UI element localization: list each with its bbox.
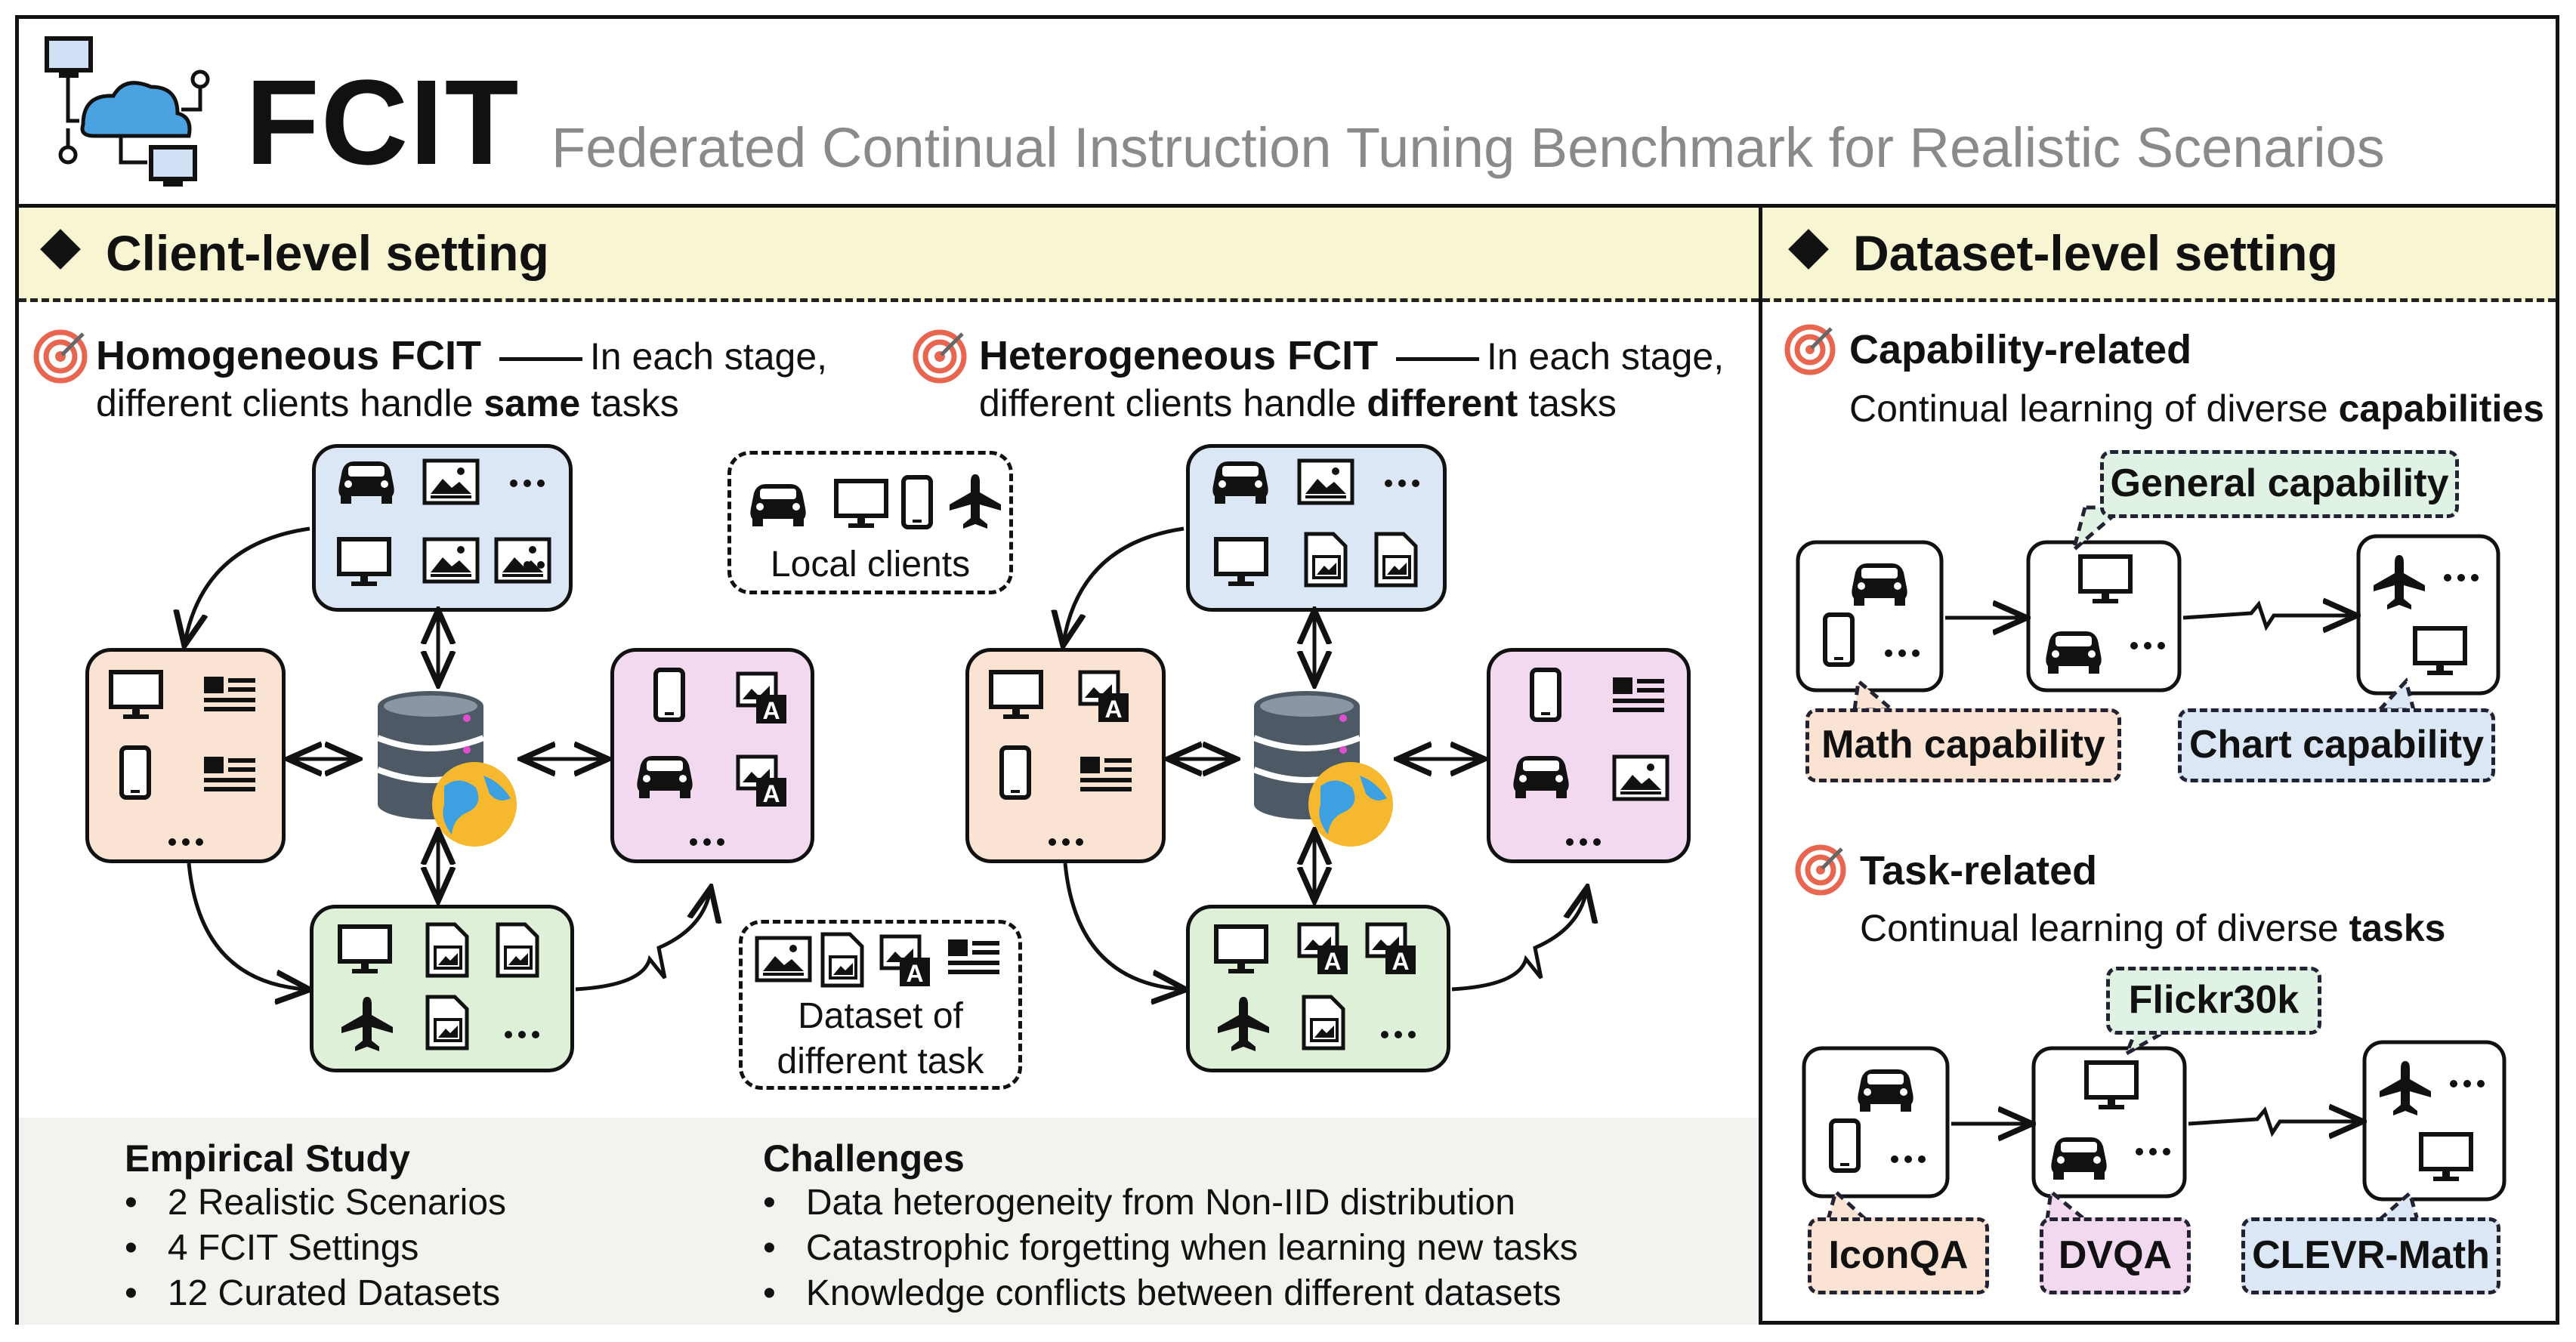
task-title: Task-related: [1860, 848, 2098, 893]
stage-node: [2362, 1040, 2507, 1202]
dataset-level-heading: Dataset-level setting: [1853, 225, 2338, 281]
file-image-icon: [1306, 534, 1345, 585]
phone-icon: [1532, 670, 1559, 720]
ellipsis-marks: [168, 480, 2485, 1163]
page-title: FCIT: [246, 54, 520, 190]
math-capability-label: Math capability: [1805, 708, 2121, 782]
file-image-icon: [428, 924, 467, 976]
client-level-banner: Client-level setting: [19, 208, 1759, 302]
phone-icon: [1825, 615, 1852, 665]
phone-icon: [903, 477, 931, 527]
bubble-tail: [2375, 677, 2417, 712]
dvqa-label: DVQA: [2040, 1217, 2191, 1294]
empirical-title: Empirical Study: [125, 1137, 410, 1180]
empirical-item: • 2 Realistic Scenarios: [125, 1183, 507, 1223]
target-icon: [33, 329, 88, 384]
phone-icon: [1002, 748, 1029, 797]
bubble-tail: [1825, 1188, 1871, 1222]
chart-capability-label: Chart capability: [2178, 708, 2495, 782]
target-icon: [1784, 324, 1836, 375]
general-capability-label: General capability: [2100, 450, 2459, 518]
homogeneous-line1: Homogeneous FCIT In each stage,: [96, 333, 828, 378]
car-icon: [338, 461, 394, 504]
summary-panel: Empirical Study • 2 Realistic Scenarios …: [19, 1118, 1759, 1325]
car-icon: [750, 484, 806, 526]
capability-desc: Continual learning of diverse capabiliti…: [1849, 387, 2544, 430]
car-icon: [637, 756, 693, 798]
task-desc: Continual learning of diverse tasks: [1860, 907, 2446, 949]
capability-title: Capability-related: [1849, 327, 2192, 372]
client-level-heading: Client-level setting: [106, 225, 549, 281]
challenges-title: Challenges: [763, 1137, 965, 1180]
heterogeneous-line2: different clients handle different tasks: [979, 382, 1617, 424]
monitor-icon: [1216, 539, 1266, 586]
header: FCIT Federated Continual Instruction Tun…: [19, 19, 2556, 208]
database-icon: [1254, 691, 1393, 847]
bubble-tail: [2374, 1189, 2420, 1222]
stage-node: [2356, 534, 2500, 696]
text-doc-icon: [204, 757, 255, 791]
phone-icon: [1831, 1121, 1858, 1171]
dataset-legend: Dataset of different task: [739, 920, 1022, 1090]
monitor-icon: [111, 672, 161, 719]
text-doc-icon: [948, 939, 999, 974]
image-doc-icon: [496, 539, 549, 582]
car-icon: [1212, 461, 1268, 504]
image-doc-icon: [425, 461, 477, 503]
plane-icon: [950, 474, 1001, 529]
database-icon: [378, 691, 517, 847]
client-node-right: [610, 648, 814, 863]
plane-icon: [1218, 997, 1269, 1051]
target-icon: [913, 329, 967, 384]
monitor-icon: [339, 539, 389, 586]
challenge-item: • Knowledge conflicts between different …: [763, 1273, 1561, 1313]
empirical-item: • 12 Curated Datasets: [125, 1273, 501, 1313]
file-image-icon: [428, 997, 467, 1048]
homogeneous-line2: different clients handle same tasks: [96, 382, 679, 424]
image-doc-icon: [757, 938, 810, 980]
clevr-math-label: CLEVR-Math: [2241, 1217, 2500, 1294]
image-doc-icon: [1299, 461, 1352, 503]
file-image-icon: [1304, 997, 1343, 1048]
image-doc-icon: [1614, 757, 1667, 799]
cloud-network-icon: [45, 36, 210, 187]
target-icon: [1795, 844, 1846, 896]
local-clients-legend: Local clients: [727, 451, 1013, 594]
column-divider: [1759, 204, 1762, 1325]
empirical-item: • 4 FCIT Settings: [125, 1228, 419, 1268]
text-doc-icon: [1080, 757, 1132, 791]
heterogeneous-line1: Heterogeneous FCIT In each stage,: [979, 333, 1725, 378]
file-image-icon: [823, 934, 862, 986]
text-doc-icon: [1613, 677, 1664, 712]
monitor-icon: [1216, 927, 1266, 973]
image-text-icon: [1367, 924, 1416, 975]
image-text-icon: [882, 936, 930, 987]
challenge-item: • Data heterogeneity from Non-IID distri…: [763, 1183, 1515, 1223]
phone-icon: [122, 748, 149, 797]
dataset-level-banner: Dataset-level setting: [1762, 208, 2556, 302]
flickr30k-label: Flickr30k: [2106, 967, 2321, 1035]
phone-icon: [656, 670, 683, 720]
car-icon: [1513, 756, 1569, 798]
challenge-item: • Catastrophic forgetting when learning …: [763, 1228, 1578, 1268]
image-text-icon: [738, 757, 786, 807]
iconqa-label: IconQA: [1808, 1217, 1989, 1294]
page-subtitle: Federated Continual Instruction Tuning B…: [551, 116, 2385, 179]
image-text-icon: [1299, 924, 1348, 975]
monitor-icon: [991, 672, 1041, 719]
file-image-icon: [1376, 534, 1416, 585]
monitor-icon: [836, 481, 886, 528]
file-image-icon: [498, 924, 537, 976]
image-text-icon: [738, 674, 786, 724]
image-text-icon: [1080, 672, 1129, 723]
plane-icon: [341, 997, 393, 1051]
text-doc-icon: [204, 677, 255, 711]
monitor-icon: [340, 927, 390, 973]
image-doc-icon: [425, 539, 477, 582]
